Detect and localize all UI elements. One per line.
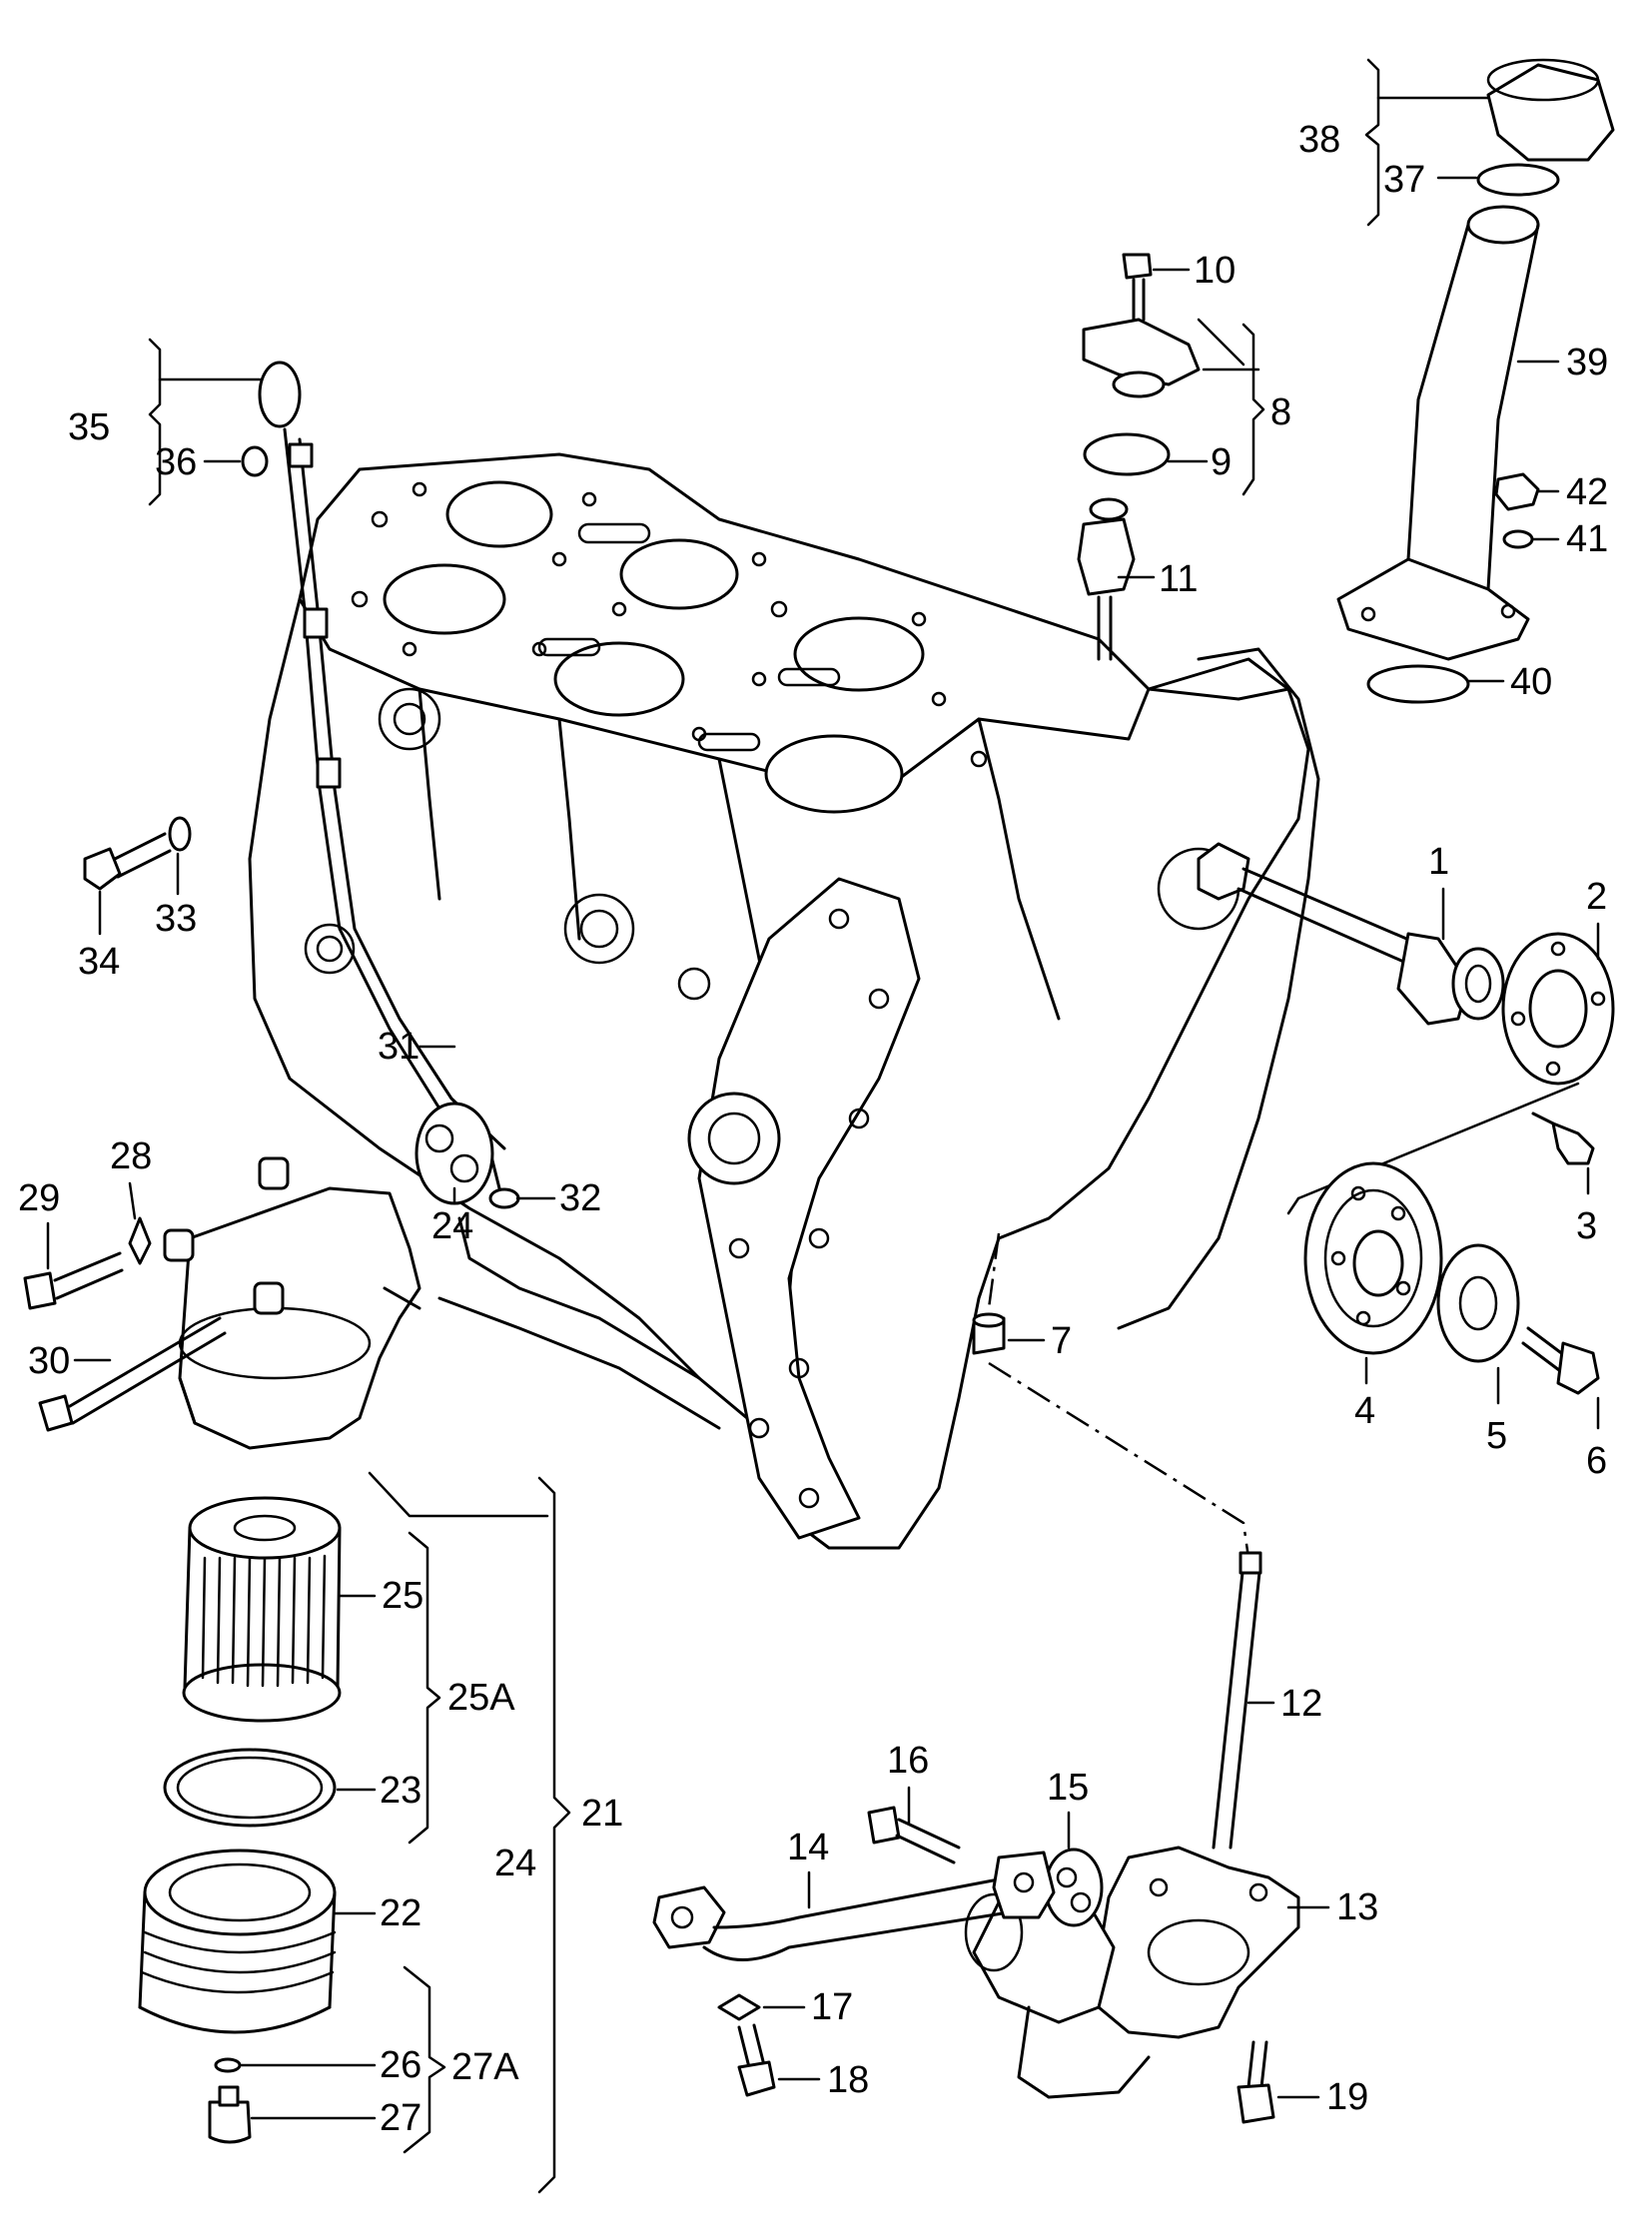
filter-housing <box>163 1156 421 1450</box>
filler-gasket <box>1366 664 1470 704</box>
callout-16: 16 <box>887 1740 929 1782</box>
callout-13: 13 <box>1336 1886 1378 1928</box>
callout-1: 1 <box>1428 841 1449 883</box>
callout-28: 28 <box>110 1135 152 1177</box>
callout-24-gasket: 24 <box>431 1205 473 1247</box>
callout-21: 21 <box>581 1793 623 1835</box>
filler-tube <box>1336 205 1540 661</box>
callout-27A: 27A <box>451 2046 519 2088</box>
dowel-sleeve <box>972 1312 1006 1355</box>
bolt-34 <box>83 832 172 891</box>
callout-15: 15 <box>1047 1767 1089 1809</box>
dipstick-o-ring <box>241 445 269 477</box>
callout-41: 41 <box>1566 518 1608 560</box>
callout-6: 6 <box>1586 1440 1607 1482</box>
callout-25: 25 <box>382 1575 423 1617</box>
sprocket-bolt <box>1521 1326 1600 1395</box>
callout-18: 18 <box>827 2059 869 2101</box>
drain-plug <box>208 2085 252 2144</box>
callout-27: 27 <box>380 2097 421 2139</box>
drain-seal <box>214 2057 242 2073</box>
cover-plate <box>1082 318 1201 398</box>
callout-10: 10 <box>1194 250 1236 292</box>
callout-14: 14 <box>787 1827 829 1868</box>
filler-cap <box>1486 58 1615 162</box>
callout-26: 26 <box>380 2044 421 2086</box>
callout-30: 30 <box>28 1340 70 1382</box>
filler-nut <box>1494 472 1540 511</box>
callout-5: 5 <box>1486 1415 1507 1457</box>
callout-38: 38 <box>1298 119 1340 161</box>
bolt-30 <box>38 1316 227 1432</box>
cover-bolt <box>1122 253 1153 322</box>
callout-32: 32 <box>559 1177 601 1219</box>
callout-39: 39 <box>1566 342 1608 383</box>
callout-22: 22 <box>380 1892 421 1934</box>
callout-36: 36 <box>155 441 197 483</box>
callout-29: 29 <box>18 1177 60 1219</box>
cover-gasket <box>1083 432 1171 476</box>
bolt-19 <box>1237 2040 1275 2124</box>
shaft-flange <box>1501 932 1615 1086</box>
callout-12: 12 <box>1280 1683 1322 1725</box>
callout-23: 23 <box>380 1770 421 1812</box>
filler-washer <box>1502 529 1534 549</box>
filter-element <box>182 1496 342 1723</box>
callout-34: 34 <box>78 941 120 983</box>
cap-seal <box>1476 163 1560 197</box>
callout-19: 19 <box>1326 2076 1368 2118</box>
bolt-18 <box>737 2023 776 2097</box>
clip-28 <box>128 1216 152 1265</box>
cylinder-block <box>248 452 1320 1550</box>
dipstick-seal <box>488 1187 520 1209</box>
clip-17 <box>717 1993 761 2021</box>
callout-33: 33 <box>155 898 197 940</box>
callout-3: 3 <box>1576 1205 1597 1247</box>
callout-9: 9 <box>1211 441 1232 483</box>
filter-cap <box>138 1849 337 2034</box>
bolt-29 <box>23 1251 124 1310</box>
callout-31: 31 <box>378 1026 419 1068</box>
callout-7: 7 <box>1051 1320 1072 1362</box>
callout-42: 42 <box>1566 471 1608 513</box>
callout-37: 37 <box>1383 159 1425 201</box>
filter-o-ring <box>163 1748 337 1828</box>
flange-bolt <box>1531 1112 1595 1165</box>
intermediate-shaft <box>1197 842 1505 1026</box>
leader-lines <box>46 58 1600 2194</box>
callout-11: 11 <box>1159 558 1198 600</box>
pump-gasket <box>1044 1848 1104 1927</box>
bolt-16 <box>867 1806 961 1864</box>
large-sprocket <box>1303 1161 1443 1355</box>
callout-4: 4 <box>1354 1390 1375 1432</box>
drive-shaft-gear <box>1077 497 1136 661</box>
callout-24-kit: 24 <box>494 1843 536 1884</box>
washer-33 <box>168 816 192 852</box>
callout-17: 17 <box>811 1986 853 2028</box>
callout-25A: 25A <box>447 1677 515 1719</box>
pump-drive-shaft <box>1212 1551 1262 1850</box>
callout-labels: 1 2 3 4 5 6 7 8 9 10 11 12 13 14 15 16 1… <box>18 119 1608 2139</box>
callout-2: 2 <box>1586 876 1607 918</box>
callout-8: 8 <box>1270 391 1291 433</box>
suction-pipe <box>652 1851 1056 1961</box>
callout-40: 40 <box>1510 661 1552 703</box>
callout-35: 35 <box>68 406 110 448</box>
small-sprocket <box>1436 1243 1520 1363</box>
